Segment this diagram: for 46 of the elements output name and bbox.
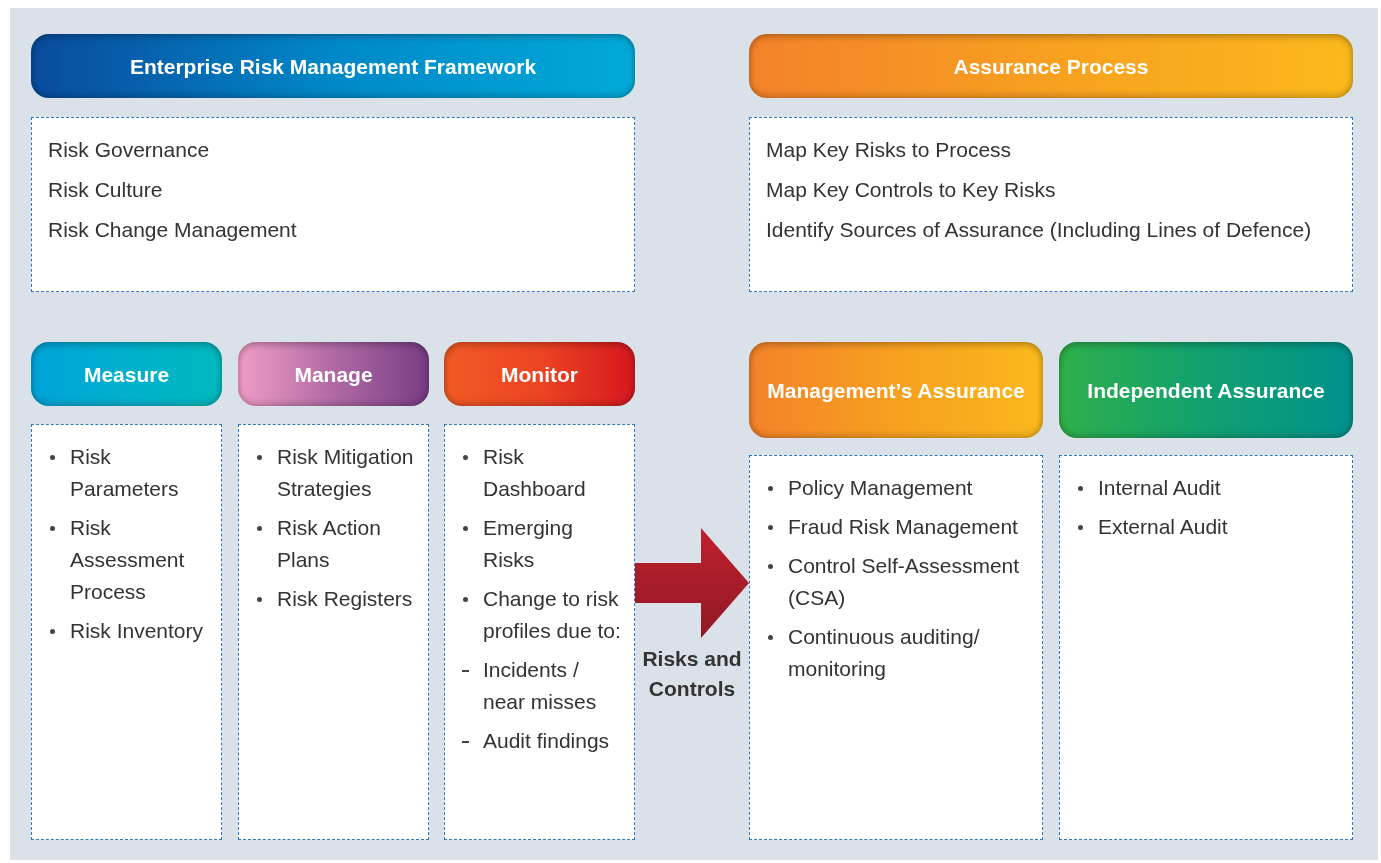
header-banner xyxy=(444,342,635,406)
block-arrow xyxy=(635,528,749,638)
list-item: Internal Audit xyxy=(1098,476,1221,499)
list-item: Risk Dashboard xyxy=(483,445,586,500)
dashed-list-box xyxy=(31,424,222,840)
edge-label: Risks and Controls xyxy=(642,646,742,702)
header-banner xyxy=(749,342,1043,438)
list-item: Risk Assessment Process xyxy=(70,516,185,603)
list-item: Risk Governance xyxy=(48,138,210,161)
header-title: Manage xyxy=(294,361,373,388)
dashed-list-box xyxy=(444,424,635,840)
header-title: Monitor xyxy=(501,361,578,388)
list-item: Risk Registers xyxy=(277,587,413,610)
list-item: Control Self-Assessment (CSA) xyxy=(788,554,1020,609)
list-item: Change to risk profiles due to: xyxy=(483,587,621,642)
list-item: Risk Inventory xyxy=(70,619,204,642)
header-title: Assurance Process xyxy=(953,53,1149,80)
header-title: Measure xyxy=(83,361,170,388)
list-item: Map Key Risks to Process xyxy=(766,138,1012,161)
list-item: Risk Change Management xyxy=(48,218,297,241)
list-item: Risk Parameters xyxy=(70,445,179,500)
list-item: Risk Culture xyxy=(48,178,163,201)
list-item: Continuous auditing/ monitoring xyxy=(788,625,980,680)
dashed-list-box xyxy=(31,117,635,292)
header-banner xyxy=(238,342,429,406)
list-item: Policy Management xyxy=(788,476,973,499)
list-item: Risk Mitigation Strategies xyxy=(277,445,414,500)
list-item: Identify Sources of Assurance (Including Lines of Defence) xyxy=(766,218,1312,241)
header-banner xyxy=(31,34,635,98)
list-item: Map Key Controls to Key Risks xyxy=(766,178,1056,201)
list-item: Incidents / near misses xyxy=(483,658,597,713)
dashed-list-box xyxy=(238,424,429,840)
list-item: Risk Action Plans xyxy=(277,516,381,571)
dashed-list-box xyxy=(749,455,1043,840)
list-item: Fraud Risk Management xyxy=(788,515,1018,538)
header-title: Independent Assurance xyxy=(1087,377,1325,404)
list-item: Audit findings xyxy=(483,729,610,752)
list-item: Emerging Risks xyxy=(483,516,573,571)
header-banner xyxy=(31,342,222,406)
dashed-list-box xyxy=(1059,455,1353,840)
header-banner xyxy=(749,34,1353,98)
list-item: External Audit xyxy=(1098,515,1228,538)
header-title: Enterprise Risk Management Framework xyxy=(129,53,537,80)
dashed-list-box xyxy=(749,117,1353,292)
header-title: Management’s Assurance xyxy=(767,377,1025,404)
header-banner xyxy=(1059,342,1353,438)
